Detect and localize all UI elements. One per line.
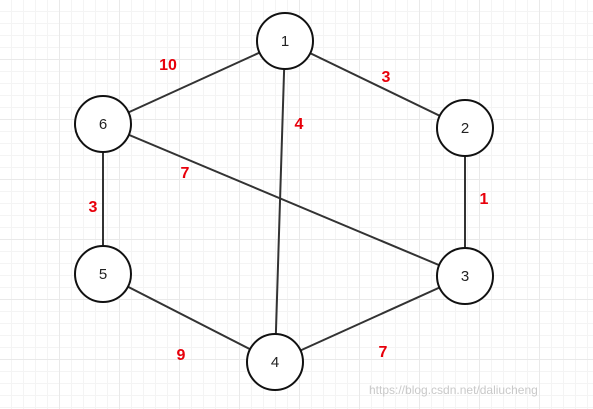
edge-3-4 — [274, 275, 466, 363]
node-1[interactable]: 1 — [256, 12, 314, 70]
node-1-label: 1 — [281, 33, 289, 50]
node-2[interactable]: 2 — [436, 99, 494, 157]
node-4-label: 4 — [271, 354, 279, 371]
node-4[interactable]: 4 — [246, 333, 304, 391]
node-3-label: 3 — [461, 268, 469, 285]
node-5-label: 5 — [99, 266, 107, 283]
edge-1-4 — [274, 40, 286, 363]
weight-1-6: 10 — [159, 57, 177, 74]
edge-5-4 — [102, 273, 276, 363]
node-2-label: 2 — [461, 120, 469, 137]
weight-1-4: 4 — [295, 116, 304, 133]
nodes: 1 2 3 4 5 6 — [74, 12, 494, 391]
node-3[interactable]: 3 — [436, 247, 494, 305]
edge-1-6 — [102, 40, 286, 125]
weight-6-3: 7 — [181, 165, 190, 182]
weight-5-4: 9 — [177, 347, 186, 364]
weight-2-3: 1 — [480, 191, 489, 208]
node-6[interactable]: 6 — [74, 95, 132, 153]
edge-1-2 — [284, 40, 466, 129]
watermark: https://blog.csdn.net/daliucheng — [369, 383, 538, 397]
edge-weights: 10 3 4 7 3 1 9 7 — [89, 57, 489, 364]
weight-3-4: 7 — [379, 344, 388, 361]
node-6-label: 6 — [99, 116, 107, 133]
weight-6-5: 3 — [89, 199, 98, 216]
weight-1-2: 3 — [382, 69, 391, 86]
node-5[interactable]: 5 — [74, 245, 132, 303]
edge-6-3 — [102, 123, 466, 277]
edges — [102, 40, 466, 363]
